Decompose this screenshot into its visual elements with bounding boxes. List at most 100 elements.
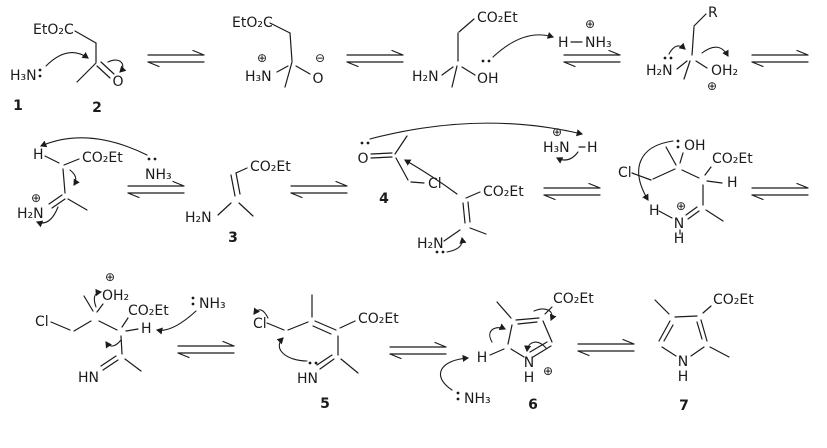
amine-label: NH₃ (585, 35, 612, 51)
lone-pair-icon (663, 56, 673, 60)
equilibrium-arrow (389, 341, 447, 360)
ammonia-label: NH₃ (464, 391, 491, 407)
lone-pair-icon (147, 157, 157, 161)
ester-label: CO₂Et (477, 10, 518, 26)
ester-label: EtO₂C (232, 15, 273, 31)
carbonyl-o-label: O (112, 74, 123, 90)
amine-label: H₂N (417, 236, 444, 252)
structure-4-chloroacetone: O Cl 4 (357, 122, 584, 207)
curly-arrow-pi-shift (533, 308, 557, 321)
ammonium-ion-b: H₃N ⊕ H (543, 125, 598, 164)
oxide-label: O (312, 71, 323, 87)
compound-number-1: 1 (13, 98, 23, 114)
ammonia-label: NH₃ (199, 296, 226, 312)
methine-h-label: H (141, 321, 152, 337)
equilibrium-arrow (147, 49, 205, 68)
amine-label: H₂N (17, 206, 44, 222)
structure-6-pyrrolium: CO₂Et H N H ⊕ 6 (477, 291, 595, 413)
amine-label: H₂N (646, 63, 673, 79)
bonds (50, 295, 142, 372)
amine-label: H₂N (185, 210, 212, 226)
structure-5-dienamine: Cl CO₂Et HN 5 (253, 294, 399, 412)
compound-number-3: 3 (228, 230, 238, 246)
hydroxyl-label: OH (684, 138, 706, 154)
bonds (441, 18, 476, 88)
bonds (631, 146, 724, 235)
nitrogen-label: N (524, 355, 534, 371)
curly-arrow-nh3-deprotonation (40, 137, 148, 156)
curly-arrow-oh-to-proton (492, 31, 555, 58)
minus-charge: ⊖ (315, 51, 325, 65)
bonds (44, 155, 88, 211)
structure-3-enamine: CO₂Et H₂N 3 (185, 159, 291, 246)
compound-number-4: 4 (379, 191, 389, 207)
lone-pair-icon (38, 68, 42, 78)
ester-label: CO₂Et (553, 291, 594, 307)
bonds (217, 167, 254, 217)
equilibrium-arrow (563, 49, 621, 68)
curly-arrow-nh3-deprotonation (440, 354, 470, 391)
equilibrium-arrow (543, 182, 601, 201)
water-label: OH₂ (711, 63, 738, 79)
nitrogen-label: N (674, 216, 684, 232)
proton-label: H (558, 35, 569, 51)
bonds (489, 301, 553, 358)
lone-pair-icon (360, 141, 370, 145)
structure-1-ammonia: H₃N 1 (10, 51, 89, 114)
ester-label: CO₂Et (82, 150, 123, 166)
structure-iminium: H CO₂Et ⊕ H₂N (17, 137, 148, 228)
structure-2-ketoester: EtO₂C O 2 (33, 22, 127, 116)
structure-zwitterion: EtO₂C ⊕ H₃N ⊖ O (232, 15, 325, 88)
lone-pair-icon (308, 361, 318, 365)
structure-aminol: CO₂Et H₂N OH (412, 10, 555, 88)
structure-7-pyrrole: CO₂Et N H 7 (654, 292, 754, 414)
chloro-label: Cl (253, 316, 267, 332)
r-group-label: R (708, 5, 718, 21)
compound-number-6: 6 (528, 397, 538, 413)
lone-pair-icon (456, 391, 460, 401)
n-h-label: H (524, 370, 535, 386)
proton-label: H (587, 140, 598, 156)
ester-label: CO₂Et (358, 311, 399, 327)
base-ammonia-row2: NH₃ (145, 157, 172, 183)
base-ammonia-row3a: NH₃ (155, 296, 226, 335)
equilibrium-arrow (577, 338, 635, 357)
bonds (269, 22, 311, 88)
bonds (676, 13, 708, 80)
plus-charge: ⊕ (585, 17, 595, 31)
compound-number-5: 5 (320, 396, 330, 412)
structure-oxocarbenium: R H₂N OH₂ ⊕ (646, 5, 738, 93)
lone-pair-icon (676, 139, 680, 149)
amine-label: H₂N (412, 69, 439, 85)
curly-arrow-ch-to-cc (69, 169, 80, 186)
hydroxyl-label: OH (477, 71, 499, 87)
methylene-h-label: H (477, 350, 488, 366)
curly-arrow-nh-to-n (556, 151, 579, 164)
curly-arrow-co-pi (107, 59, 127, 73)
curly-arrow-n-cyclization (276, 337, 308, 362)
carbonyl-o-label: O (357, 151, 368, 167)
ester-label: CO₂Et (250, 159, 291, 175)
methine-h-label: H (727, 175, 738, 191)
curly-arrow-water-leaves (701, 46, 729, 57)
imine-label: HN (297, 371, 318, 387)
compound-number-7: 7 (679, 398, 689, 414)
imine-label: HN (78, 370, 99, 386)
equilibrium-arrow (127, 180, 185, 199)
bonds (654, 299, 730, 358)
curly-arrow-water-leaves (93, 288, 103, 308)
plus-charge: ⊕ (707, 79, 717, 93)
ester-label: CO₂Et (712, 151, 753, 167)
lone-pair-icon (435, 250, 445, 254)
chloro-label: Cl (618, 165, 632, 181)
n-h-label: H (678, 369, 689, 385)
plus-charge: ⊕ (105, 270, 115, 284)
lone-pair-icon (191, 296, 195, 306)
bonds (443, 191, 487, 242)
curly-arrow-cl-leaves (253, 307, 269, 319)
chloro-label: Cl (428, 176, 442, 192)
curly-arrow-enamine-attack (404, 159, 458, 195)
amine-label: H₃N (543, 140, 570, 156)
